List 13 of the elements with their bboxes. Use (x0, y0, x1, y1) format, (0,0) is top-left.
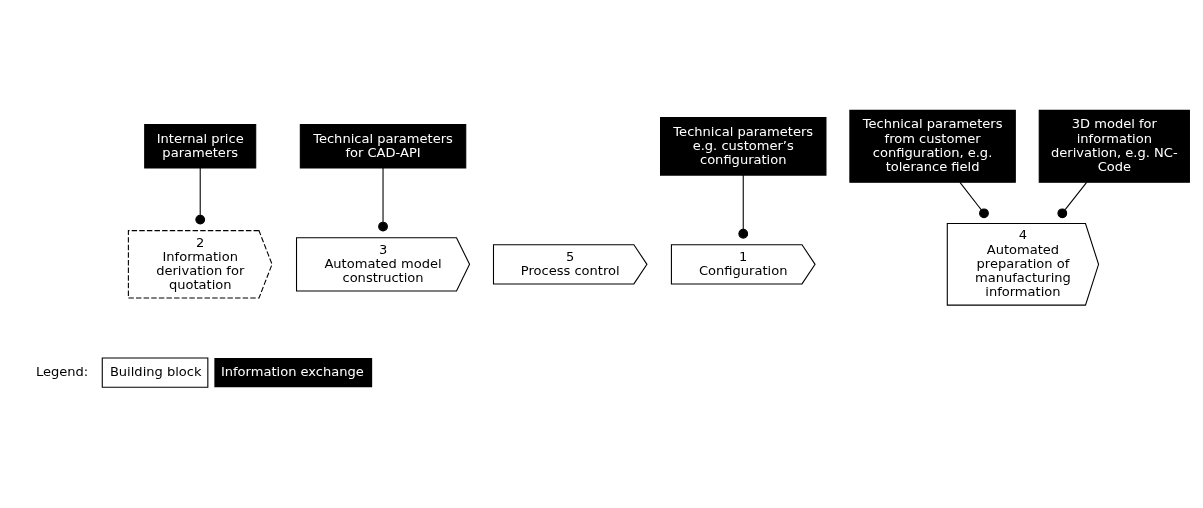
node-box: Technical parameters e.g. customer’s configuration (660, 116, 827, 176)
connector (959, 181, 989, 219)
label: Legend: (35, 363, 89, 379)
connector (738, 174, 749, 239)
connector (1057, 181, 1088, 219)
connector (195, 167, 206, 225)
legend-label: Information exchange (220, 363, 364, 379)
connector (378, 167, 388, 232)
node-box: Technical parameters from customer configuration, e.g. tolerance field (849, 109, 1016, 183)
node-box: Internal price parameters (144, 123, 257, 169)
legend-label: Building block (109, 363, 202, 379)
node-box: 3D model for information derivation, e.g. NC-Code (1038, 109, 1190, 183)
node-box: Technical parameters for CAD-API (299, 123, 467, 169)
